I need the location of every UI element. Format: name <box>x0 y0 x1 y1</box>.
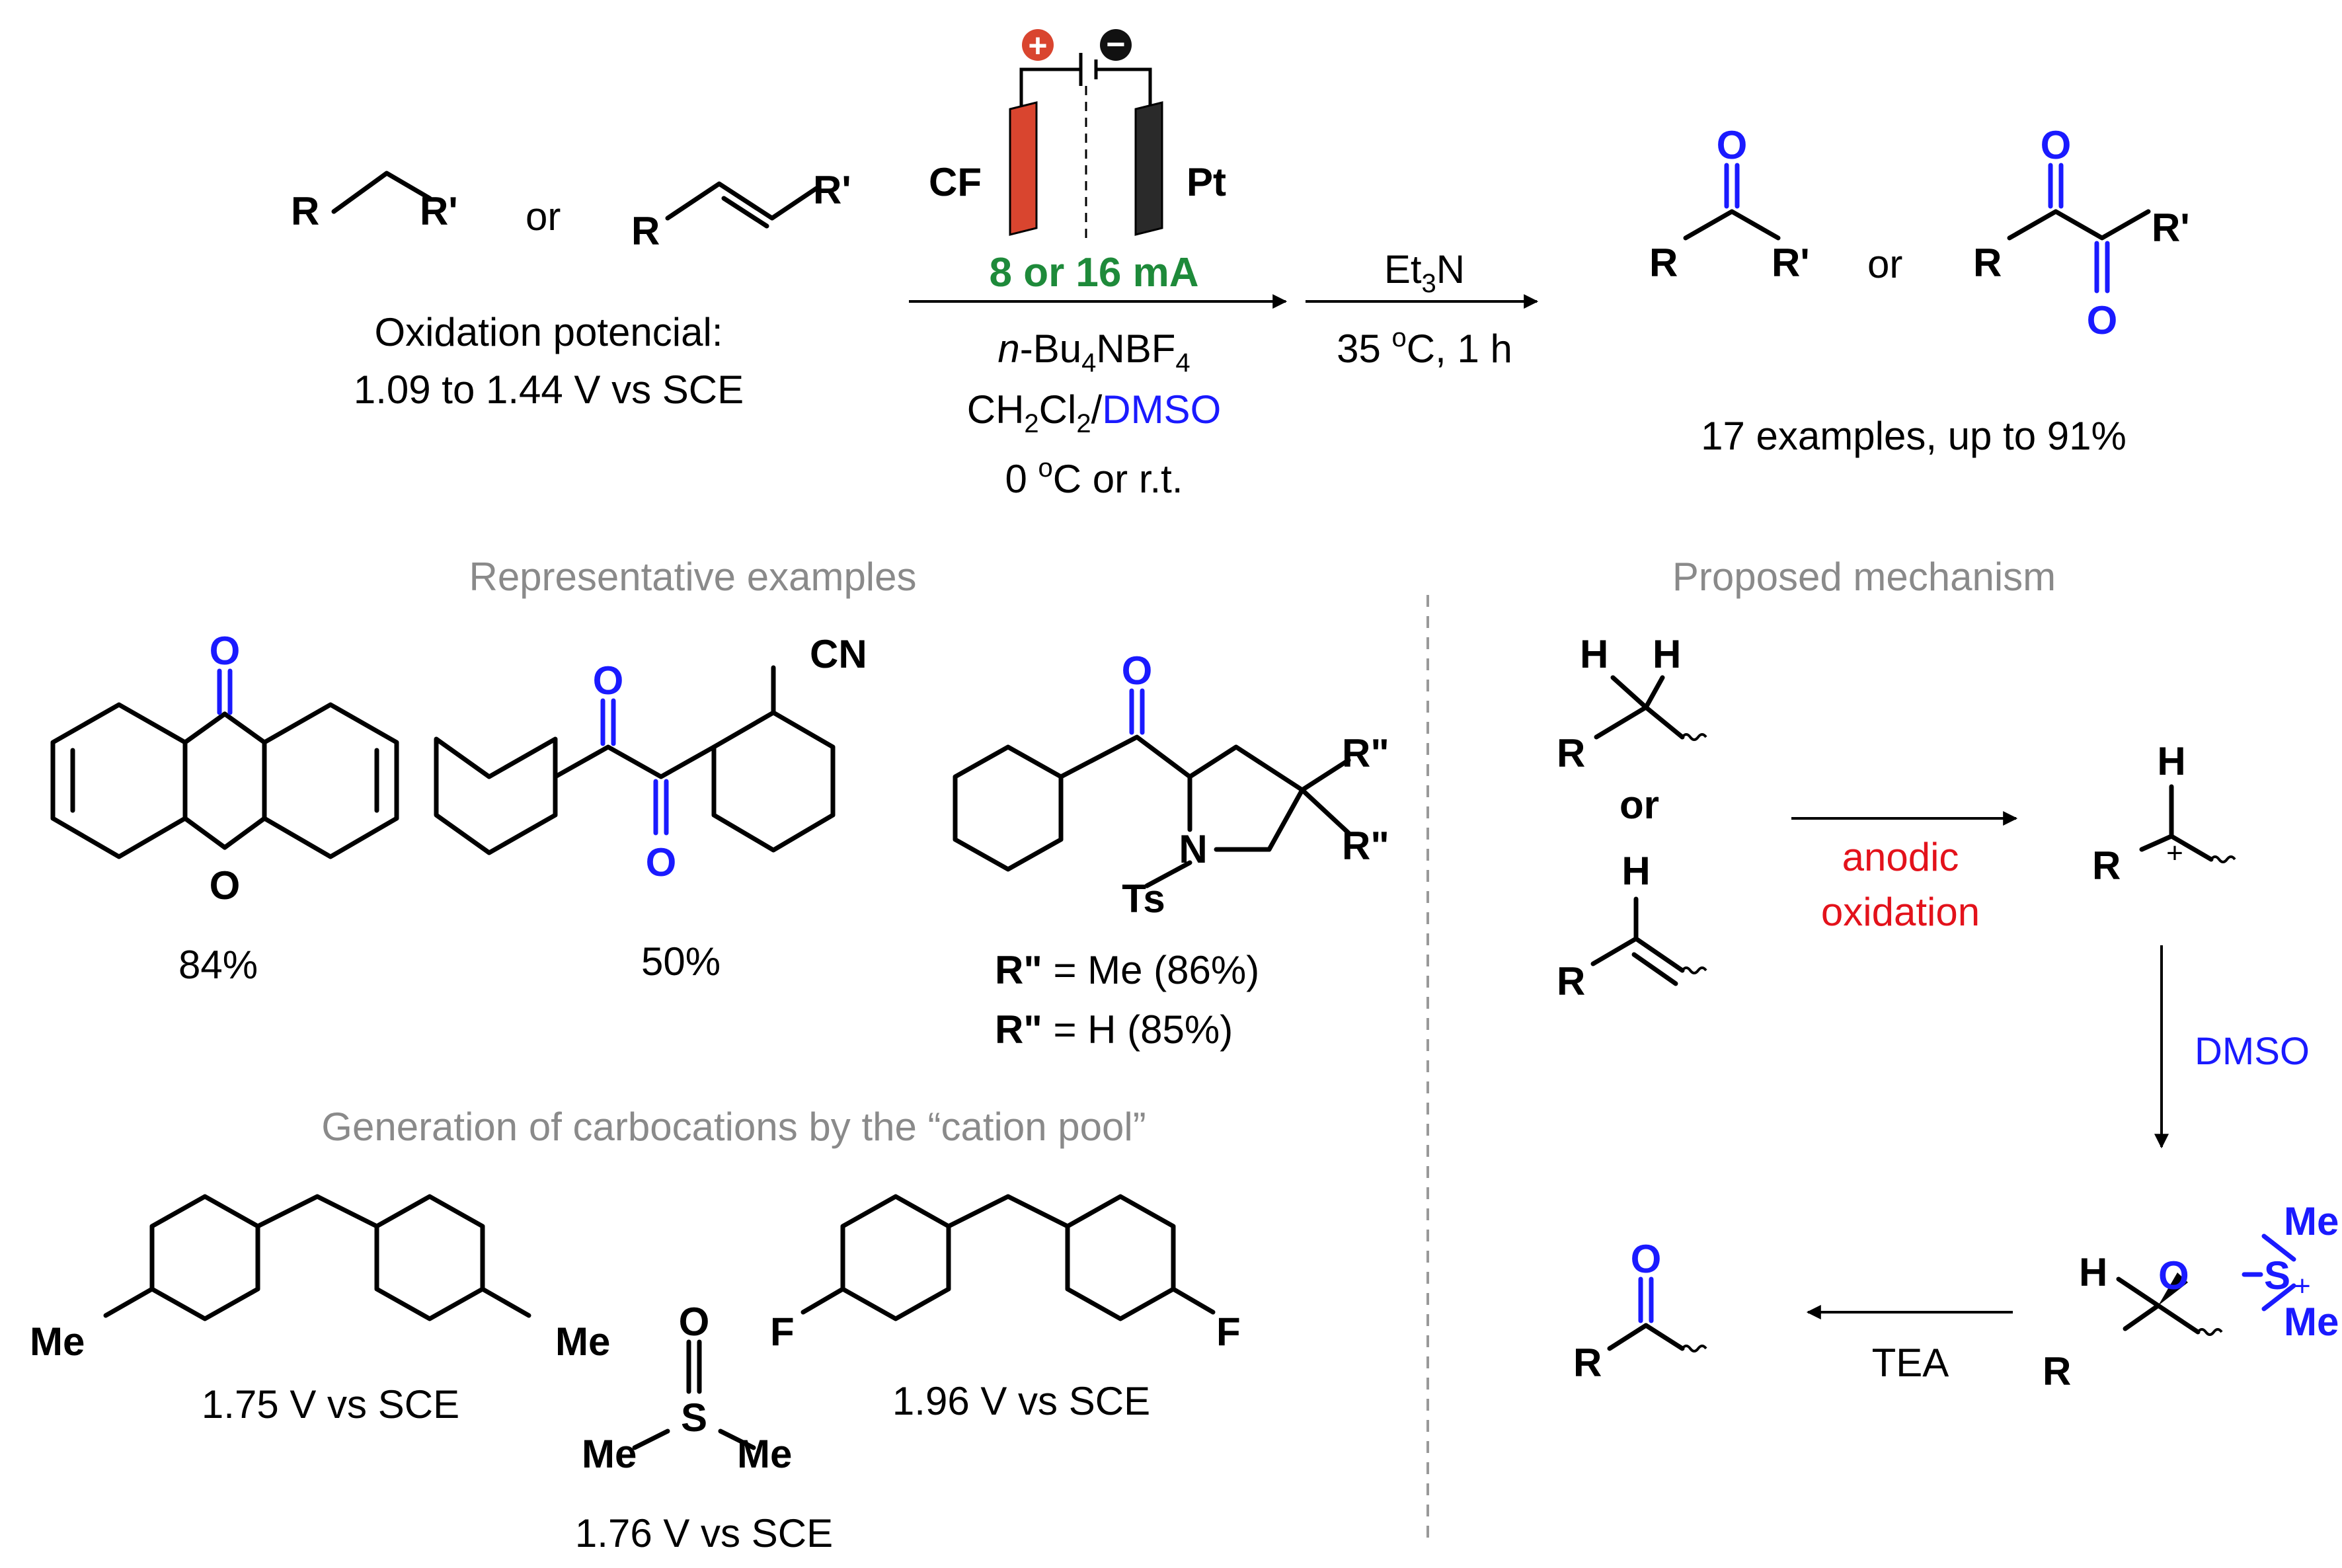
ether-o: O <box>210 863 241 908</box>
dmso-label: DMSO <box>2195 1030 2310 1073</box>
pyrrolidine-yield-1: R" = Me (86%) <box>995 948 1259 992</box>
electrolyte-label: n-Bu4NBF4 <box>997 327 1190 377</box>
examples-heading: Representative examples <box>469 555 916 599</box>
electrolysis-cell: + − CF Pt <box>929 26 1226 238</box>
r-label: R <box>1973 241 2002 285</box>
product-diketone: O O R R' <box>1973 123 2190 342</box>
minus-terminal-icon <box>1100 29 1132 61</box>
carbonyl-o: O <box>1631 1237 1662 1281</box>
carbonyl-o-1: O <box>593 658 624 703</box>
current-label: 8 or 16 mA <box>989 250 1198 295</box>
mech-substrate-alkene: H R <box>1557 849 1707 1003</box>
anode-electrode <box>1009 101 1038 236</box>
benzil-structure: O O CN <box>434 632 867 884</box>
f-label: F <box>770 1310 795 1354</box>
or-label-products: or <box>1867 242 1902 286</box>
pyrrolidine-structure: O N Ts R" R" <box>953 648 1389 921</box>
rprime-label: R' <box>2152 206 2190 250</box>
anode-label: CF <box>929 160 982 204</box>
mech-substrate-alkane: H H R <box>1557 632 1707 775</box>
charge-plus: + <box>2166 837 2183 869</box>
products-summary: 17 examples, up to 91% <box>1701 414 2127 458</box>
me-label: Me <box>2284 1199 2339 1243</box>
reactant-alkene: R R' <box>631 168 851 253</box>
solvent-label: CH2Cl2/DMSO <box>967 387 1222 438</box>
mech-sulfonium: H R O S + Me Me <box>2043 1199 2339 1393</box>
o-label: O <box>2158 1253 2189 1298</box>
f-label: F <box>1216 1310 1241 1354</box>
xanthone-yield: 84% <box>178 943 258 987</box>
r-label: R <box>1573 1341 1602 1385</box>
me-label: Me <box>582 1432 637 1476</box>
tea-label: TEA <box>1872 1341 1949 1385</box>
temperature-label: 0 oC or r.t. <box>1005 453 1183 501</box>
r-label: R <box>1557 959 1585 1003</box>
me-label: Me <box>737 1432 792 1476</box>
r-label: R <box>631 209 660 253</box>
dimethyl-diphenylmethane: Me Me <box>30 1194 610 1364</box>
cathode-label: Pt <box>1187 160 1226 204</box>
h-label: H <box>1580 632 1608 676</box>
rprime-label: R' <box>1772 241 1810 285</box>
mech-product-ketone: O R <box>1573 1237 1707 1385</box>
oxidation-potential-line1: Oxidation potencial: <box>375 310 723 354</box>
compound1-potential: 1.75 V vs SCE <box>202 1382 459 1427</box>
me-label: Me <box>555 1319 610 1364</box>
plus-terminal-icon <box>1022 29 1054 61</box>
me-label: Me <box>2284 1300 2339 1344</box>
h-label: H <box>2157 739 2185 783</box>
reactant-alkane: R R' <box>291 171 458 233</box>
carbonyl-o-2: O <box>646 840 677 884</box>
rdp-label: R" <box>1342 731 1389 775</box>
h-label: H <box>1653 632 1681 676</box>
conditions-label: 35 oC, 1 h <box>1337 323 1512 371</box>
me-label: Me <box>30 1319 85 1364</box>
carbonyl-o: O <box>210 629 241 673</box>
cation-pool-heading: Generation of carbocations by the “catio… <box>321 1105 1146 1149</box>
anodic-label-1: anodic <box>1842 835 1959 879</box>
s-label: S <box>2264 1253 2290 1298</box>
carbonyl-o-2: O <box>2087 298 2118 342</box>
mechanism-heading: Proposed mechanism <box>1672 555 2056 599</box>
mech-or-label: or <box>1620 783 1659 827</box>
r-label: R <box>1557 731 1585 775</box>
compound2-potential: 1.96 V vs SCE <box>892 1379 1150 1423</box>
xanthone-structure: O O <box>50 629 399 908</box>
mech-carbocation: H R + <box>2092 739 2236 888</box>
rprime-label: R' <box>420 189 458 233</box>
carbonyl-o: O <box>1122 648 1153 693</box>
dmso-structure: O S Me Me <box>582 1300 792 1476</box>
cathode-electrode <box>1134 101 1163 236</box>
rdp-label: R" <box>1342 824 1389 868</box>
n-label: N <box>1179 827 1207 871</box>
plus-symbol: + <box>1028 27 1047 64</box>
o-label: O <box>679 1300 710 1344</box>
benzil-yield: 50% <box>641 939 721 984</box>
reagent-label: Et3N <box>1384 247 1465 298</box>
product-ketone: O R R' <box>1649 123 1810 285</box>
difluoro-diphenylmethane: F F <box>770 1194 1241 1354</box>
s-label: S <box>681 1395 707 1440</box>
dmso-potential: 1.76 V vs SCE <box>575 1511 833 1555</box>
h-label: H <box>2079 1250 2107 1294</box>
r-label: R <box>1649 241 1678 285</box>
anodic-label-2: oxidation <box>1821 890 1980 934</box>
h-label: H <box>1621 849 1650 893</box>
or-label: or <box>526 194 561 239</box>
carbonyl-o-1: O <box>2041 123 2072 167</box>
ts-label: Ts <box>1122 877 1165 921</box>
carbonyl-o: O <box>1717 123 1748 167</box>
oxidation-potential-line2: 1.09 to 1.44 V vs SCE <box>354 368 744 412</box>
charge-plus: + <box>2294 1270 2311 1302</box>
r-label: R <box>2043 1349 2071 1393</box>
rprime-label: R' <box>813 168 851 212</box>
r-label: R <box>2092 843 2121 888</box>
cn-label: CN <box>810 632 867 676</box>
r-label: R <box>291 189 319 233</box>
pyrrolidine-yield-2: R" = H (85%) <box>995 1007 1233 1052</box>
minus-symbol: − <box>1106 26 1125 63</box>
